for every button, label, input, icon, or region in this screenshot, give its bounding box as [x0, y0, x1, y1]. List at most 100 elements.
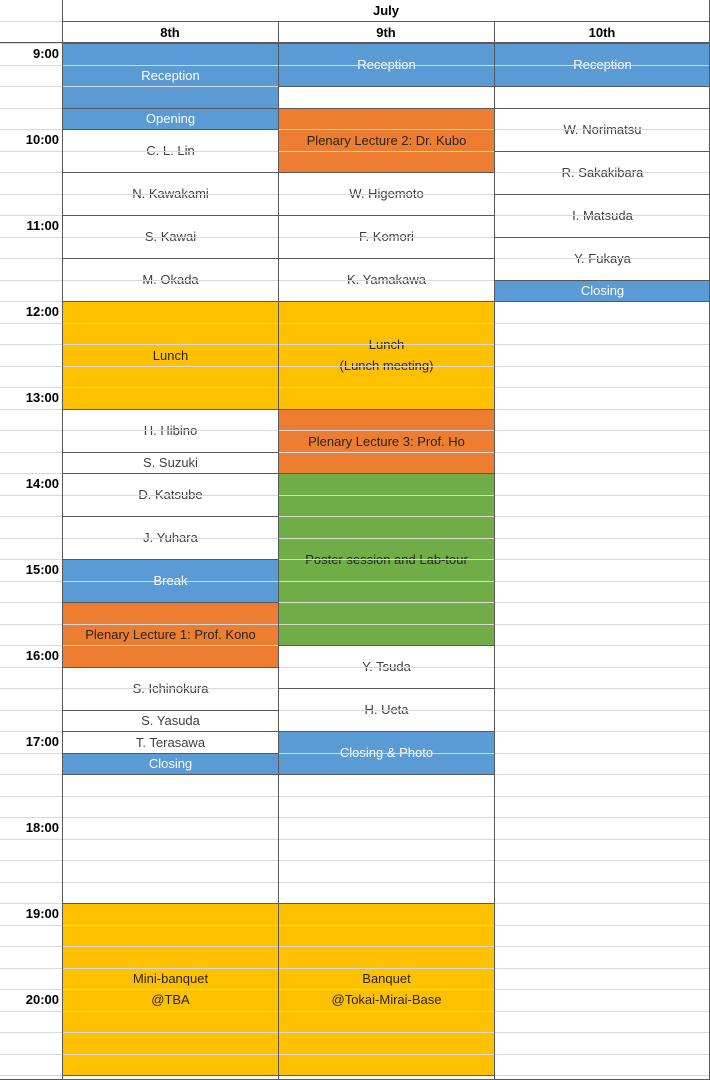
cell-border: [278, 1075, 494, 1076]
grid-line: [0, 1032, 710, 1033]
cell-border: [62, 753, 278, 754]
time-label: 12:00: [25, 304, 59, 319]
cell-border: [62, 559, 278, 560]
grid-line: [0, 817, 710, 818]
cell-border: [494, 237, 710, 238]
cell-border: [62, 667, 278, 668]
grid-line: [0, 667, 710, 668]
day2-session: Reception: [279, 43, 494, 86]
day-header-9th: 9th: [376, 24, 396, 40]
grid-line: [0, 796, 710, 797]
grid-line: [0, 237, 710, 238]
grid-line: [0, 344, 710, 345]
cell-border: [62, 301, 278, 302]
grid-line: [0, 151, 710, 152]
day1-session: Closing: [63, 753, 278, 774]
grid-line: [0, 280, 710, 281]
grid-line: [0, 839, 710, 840]
cell-border: [62, 409, 278, 410]
grid-line: [0, 925, 710, 926]
day3-session: Reception: [495, 43, 710, 86]
cell-border: [278, 86, 494, 87]
day1-session: Lunch: [63, 301, 278, 409]
day1-session: J. Yuhara: [63, 516, 278, 559]
grid-line: [0, 495, 710, 496]
cell-border: [62, 710, 278, 711]
cell-border: [0, 42, 710, 43]
day1-session: N. Kawakami: [63, 172, 278, 215]
day1-session: Plenary Lecture 1: Prof. Kono: [63, 602, 278, 667]
cell-border: [62, 215, 278, 216]
grid-line: [0, 753, 710, 754]
cell-border: [494, 43, 710, 44]
cell-border: [494, 151, 710, 152]
cell-border: [278, 409, 494, 410]
time-label: 18:00: [25, 820, 59, 835]
time-label: 14:00: [25, 476, 59, 491]
cell-border: [278, 473, 494, 474]
grid-line: [0, 581, 710, 582]
cell-border: [62, 774, 278, 775]
time-label: 17:00: [25, 734, 59, 749]
cell-border: [278, 688, 494, 689]
cell-border: [62, 903, 278, 904]
grid-line: [0, 710, 710, 711]
day1-session: M. Okada: [63, 258, 278, 301]
day1-session: D. Katsube: [63, 473, 278, 516]
cell-border: [278, 774, 494, 775]
time-label: 15:00: [25, 562, 59, 577]
day3-session: Closing: [495, 280, 710, 301]
day1-session: Break: [63, 559, 278, 602]
cell-border: [62, 1075, 278, 1076]
time-label: 20:00: [25, 992, 59, 1007]
grid-line: [0, 452, 710, 453]
cell-border: [278, 43, 279, 1080]
cell-border: [278, 108, 494, 109]
cell-border: [278, 903, 494, 904]
cell-border: [62, 731, 278, 732]
day2-session: F. Komori: [279, 215, 494, 258]
day2-session: Plenary Lecture 2: Dr. Kubo: [279, 108, 494, 172]
cell-border: [278, 731, 494, 732]
cell-border: [494, 194, 710, 195]
grid-line: [0, 602, 710, 603]
day1-session: Reception: [63, 43, 278, 108]
cell-border: [278, 215, 494, 216]
grid-line: [0, 1054, 710, 1055]
day-header-10th: 10th: [588, 24, 616, 40]
day2-session: Plenary Lecture 3: Prof. Ho: [279, 409, 494, 473]
cell-border: [62, 172, 278, 173]
cell-border: [62, 21, 710, 22]
cell-border: [494, 86, 710, 87]
day1-session: S. Kawai: [63, 215, 278, 258]
grid-line: [0, 538, 710, 539]
grid-line: [0, 516, 710, 517]
grid-line: [0, 65, 710, 66]
cell-border: [278, 43, 494, 44]
time-label: 11:00: [26, 218, 59, 233]
time-label: 9:00: [32, 46, 59, 61]
cell-border: [62, 43, 278, 44]
time-label: 16:00: [25, 648, 59, 663]
cell-border: [494, 280, 710, 281]
cell-border: [494, 108, 710, 109]
cell-border: [62, 602, 278, 603]
cell-border: [278, 258, 494, 259]
grid-line: [0, 1011, 710, 1012]
day1-session: T. Terasawa: [63, 731, 278, 753]
cell-border: [62, 516, 278, 517]
day2-session: K. Yamakawa: [279, 258, 494, 301]
grid-line: [0, 387, 710, 388]
cell-border: [278, 645, 494, 646]
day1-session: S. Yasuda: [63, 710, 278, 731]
cell-border: [278, 172, 494, 173]
time-label: 10:00: [25, 132, 59, 147]
cell-border: [62, 258, 278, 259]
month-header: July: [372, 3, 399, 18]
grid-line: [0, 366, 710, 367]
cell-border: [494, 21, 495, 43]
cell-border: [62, 473, 278, 474]
grid-line: [0, 624, 710, 625]
grid-line: [0, 968, 710, 969]
